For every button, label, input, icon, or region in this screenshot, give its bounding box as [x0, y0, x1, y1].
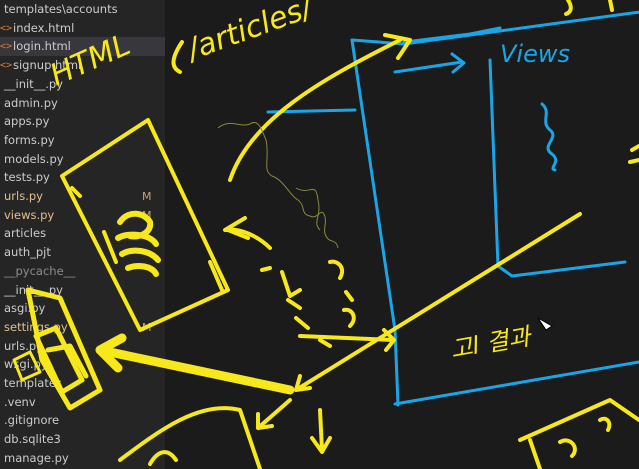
file-item[interactable]: admin.py — [0, 94, 165, 113]
file-name: views.py — [4, 207, 55, 222]
file-item[interactable]: tests.py — [0, 168, 165, 187]
file-name: __pycache__ — [4, 263, 76, 278]
file-item[interactable]: <>signup.html — [0, 56, 165, 75]
html-file-icon: <> — [0, 22, 13, 34]
file-name: forms.py — [4, 132, 55, 147]
file-item[interactable]: urls.py M — [0, 187, 165, 206]
modified-badge: M — [142, 190, 152, 203]
file-explorer: templates\accounts<>index.html<>login.ht… — [0, 0, 165, 469]
file-name: articles — [4, 226, 47, 241]
file-name: tests.py — [4, 170, 50, 185]
file-item[interactable]: templates\accounts — [0, 0, 165, 19]
file-name: .gitignore — [4, 413, 60, 428]
file-item[interactable]: <>login.html — [0, 37, 165, 57]
modified-badge: M — [142, 320, 152, 334]
file-item[interactable]: db.sqlite3 — [0, 430, 165, 449]
file-item[interactable]: templates — [0, 374, 165, 393]
file-item[interactable]: .gitignore — [0, 411, 165, 430]
file-name: templates — [4, 376, 62, 390]
file-item[interactable]: apps.py — [0, 112, 165, 131]
file-item[interactable]: forms.py — [0, 131, 165, 150]
file-item[interactable]: models.py — [0, 150, 165, 169]
file-item[interactable]: <>index.html — [0, 19, 165, 38]
file-name: templates\accounts — [4, 2, 118, 16]
file-name: auth_pjt — [4, 245, 51, 260]
file-name: urls.py — [4, 189, 43, 203]
file-item[interactable]: __pycache__ — [0, 262, 165, 281]
file-item[interactable]: settings.py M — [0, 318, 165, 337]
file-item[interactable]: manage.py — [0, 449, 165, 468]
file-item[interactable]: .venv — [0, 393, 165, 412]
file-name: __init__.py — [4, 76, 63, 91]
file-name: urls.py — [4, 338, 43, 353]
modified-badge: M — [142, 208, 152, 222]
file-name: models.py — [4, 151, 64, 166]
drawing-canvas[interactable] — [165, 0, 639, 469]
file-name: manage.py — [4, 450, 69, 465]
html-file-icon: <> — [0, 60, 13, 72]
file-name: asgi.py — [4, 301, 46, 316]
file-name: __init__.py — [4, 282, 63, 297]
file-name: .venv — [4, 394, 36, 409]
file-name: admin.py — [4, 95, 58, 110]
html-file-icon: <> — [0, 41, 13, 53]
file-name: index.html — [13, 20, 75, 35]
file-item[interactable]: auth_pjt — [0, 243, 165, 262]
file-item[interactable]: __init__.py — [0, 75, 165, 94]
file-item[interactable]: __init__.py — [0, 281, 165, 300]
file-name: wsgi.py — [4, 357, 48, 372]
file-name: signup.html — [13, 58, 82, 73]
file-item[interactable]: asgi.py — [0, 299, 165, 318]
file-name: login.html — [13, 39, 71, 54]
file-item[interactable]: wsgi.py — [0, 355, 165, 374]
file-item[interactable]: views.py M — [0, 206, 165, 225]
file-item[interactable]: articles — [0, 224, 165, 243]
file-name: settings.py — [4, 319, 68, 334]
file-item[interactable]: urls.py — [0, 337, 165, 356]
file-name: apps.py — [4, 114, 50, 129]
file-name: db.sqlite3 — [4, 432, 61, 447]
